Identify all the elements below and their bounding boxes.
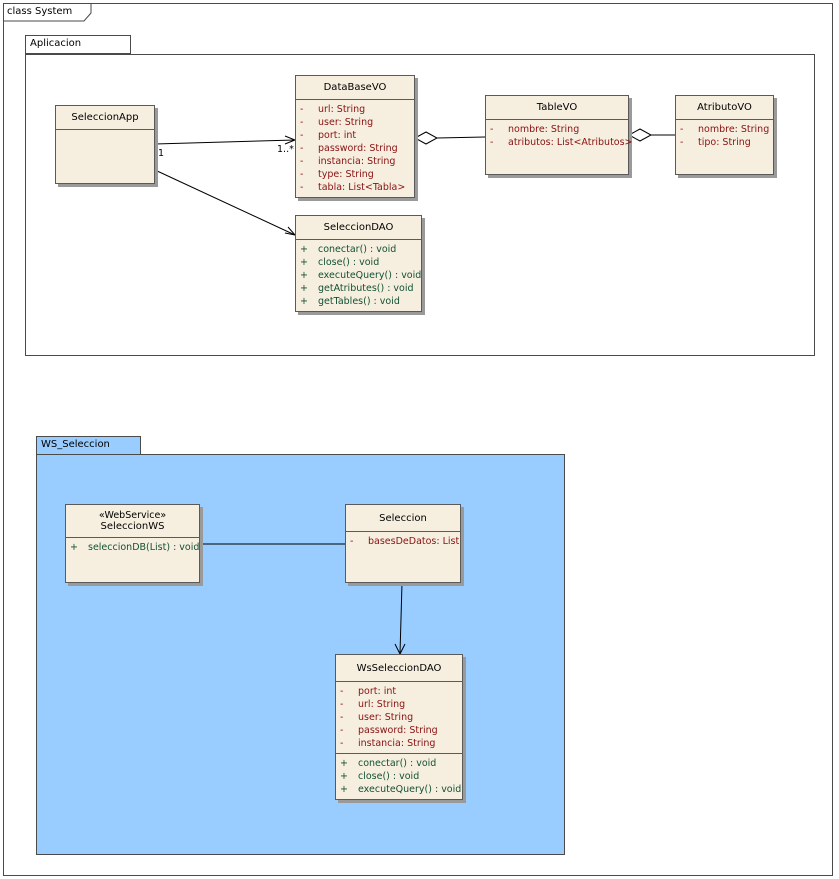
operation-list: +seleccionDB(List) : void — [66, 538, 199, 557]
operation-list: +conectar() : void +close() : void +exec… — [296, 240, 421, 311]
attribute-row: -password: String — [300, 143, 398, 154]
class-seleccion-dao[interactable]: SeleccionDAO +conectar() : void +close()… — [295, 215, 422, 312]
class-ws-seleccion-dao[interactable]: WsSeleccionDAO -port: int -url: String -… — [335, 654, 463, 800]
operation-row: +close() : void — [300, 257, 380, 268]
attribute-row: -user: String — [300, 117, 374, 128]
class-name: Seleccion — [346, 505, 460, 532]
package-aplicacion-tab[interactable]: Aplicacion — [25, 35, 131, 54]
attribute-list: -port: int -url: String -user: String -p… — [336, 682, 462, 754]
class-name-text: SeleccionWS — [100, 521, 165, 532]
class-seleccion-app[interactable]: SeleccionApp — [55, 105, 155, 184]
attribute-row: -nombre: String — [680, 124, 770, 135]
operation-row: +close() : void — [340, 771, 420, 782]
attribute-row: -port: int — [300, 130, 357, 141]
package-aplicacion[interactable] — [25, 54, 815, 356]
class-name: WsSeleccionDAO — [336, 655, 462, 682]
attribute-list: -basesDeDatos: List — [346, 532, 460, 551]
multiplicity-source: 1 — [158, 148, 165, 159]
attribute-row: -password: String — [340, 725, 438, 736]
operation-row: +getAtributes() : void — [300, 283, 414, 294]
diagram-frame — [3, 3, 833, 876]
class-name: TableVO — [486, 96, 628, 120]
class-stereotype: «WebService» — [98, 510, 167, 521]
class-name: «WebService» SeleccionWS — [66, 505, 199, 538]
attribute-row: -user: String — [340, 712, 414, 723]
class-database-vo[interactable]: DataBaseVO -url: String -user: String -p… — [295, 75, 415, 198]
operation-row: +conectar() : void — [340, 758, 437, 769]
attribute-row: -basesDeDatos: List — [350, 536, 460, 547]
attribute-row: -url: String — [340, 699, 406, 710]
attribute-row: -instancia: String — [300, 156, 396, 167]
diagram-frame-title: class System — [7, 6, 73, 17]
class-atributo-vo[interactable]: AtributoVO -nombre: String -tipo: String — [675, 95, 774, 175]
attribute-row: -tabla: List<Tabla> — [300, 182, 406, 193]
class-name: DataBaseVO — [296, 76, 414, 100]
attribute-row: -atributos: List<Atributos> — [490, 137, 633, 148]
attribute-row: -port: int — [340, 686, 397, 697]
attribute-list: -nombre: String -tipo: String — [676, 120, 773, 152]
operation-row: +executeQuery() : void — [300, 270, 422, 281]
attribute-row: -tipo: String — [680, 137, 751, 148]
operation-row: +getTables() : void — [300, 296, 400, 307]
attribute-list: -url: String -user: String -port: int -p… — [296, 100, 414, 197]
attribute-row: -type: String — [300, 169, 374, 180]
operation-row: +seleccionDB(List) : void — [70, 542, 200, 553]
operation-row: +executeQuery() : void — [340, 784, 462, 795]
attribute-row: -url: String — [300, 104, 366, 115]
operation-list: +conectar() : void +close() : void +exec… — [336, 754, 462, 799]
multiplicity-target: 1..* — [277, 144, 294, 155]
class-seleccion-ws[interactable]: «WebService» SeleccionWS +seleccionDB(Li… — [65, 504, 200, 583]
class-seleccion[interactable]: Seleccion -basesDeDatos: List — [345, 504, 461, 583]
class-name: SeleccionApp — [56, 106, 154, 130]
package-ws-seleccion-tab[interactable]: WS_Seleccion — [36, 436, 141, 455]
class-table-vo[interactable]: TableVO -nombre: String -atributos: List… — [485, 95, 633, 175]
class-name: AtributoVO — [676, 96, 773, 120]
attribute-list: -nombre: String -atributos: List<Atribut… — [486, 120, 633, 152]
attribute-row: -instancia: String — [340, 738, 436, 749]
operation-row: +conectar() : void — [300, 244, 397, 255]
class-name: SeleccionDAO — [296, 216, 421, 240]
attribute-row: -nombre: String — [490, 124, 580, 135]
